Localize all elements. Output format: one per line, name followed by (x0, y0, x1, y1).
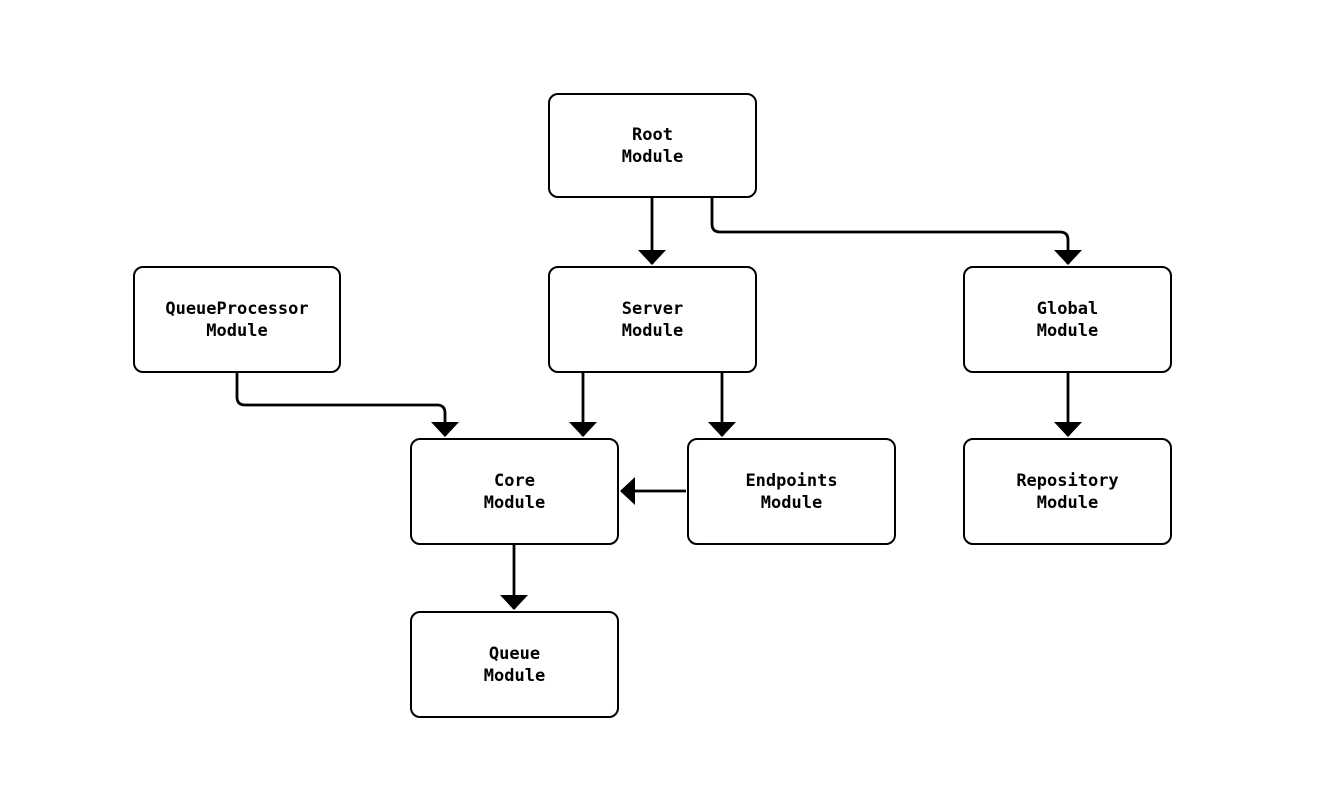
edge-root-to-global (710, 197, 1082, 265)
node-core-module-suffix: Module (483, 492, 546, 513)
node-queueprocessor-module-name: QueueProcessor (165, 298, 309, 319)
node-queue-module: Queue Module (410, 611, 619, 718)
node-queue-module-name: Queue (488, 643, 541, 664)
node-endpoints-module-name: Endpoints (745, 470, 838, 491)
node-endpoints-module-label: Endpoints Module (745, 470, 837, 514)
node-global-module-name: Global (1036, 298, 1099, 319)
node-queue-module-suffix: Module (483, 665, 546, 686)
node-core-module: Core Module (410, 438, 619, 545)
node-server-module-name: Server (621, 298, 684, 319)
node-server-module: Server Module (548, 266, 757, 373)
node-repository-module-suffix: Module (1036, 492, 1099, 513)
edge-queueprocessor-to-core (235, 372, 459, 437)
node-queueprocessor-module-label: QueueProcessor Module (165, 298, 308, 342)
node-queueprocessor-module: QueueProcessor Module (133, 266, 341, 373)
node-global-module: Global Module (963, 266, 1172, 373)
node-root-module-suffix: Module (621, 146, 684, 167)
node-repository-module: Repository Module (963, 438, 1172, 545)
node-endpoints-module-suffix: Module (760, 492, 823, 513)
node-root-module-name: Root (632, 124, 673, 145)
node-repository-module-name: Repository (1016, 470, 1119, 491)
node-server-module-suffix: Module (621, 320, 684, 341)
node-core-module-label: Core Module (484, 470, 545, 514)
node-core-module-name: Core (494, 470, 535, 491)
node-global-module-suffix: Module (1036, 320, 1099, 341)
node-server-module-label: Server Module (622, 298, 683, 342)
node-queue-module-label: Queue Module (484, 643, 545, 687)
node-root-module: Root Module (548, 93, 757, 198)
node-queueprocessor-module-suffix: Module (206, 320, 268, 341)
node-root-module-label: Root Module (622, 124, 683, 168)
node-endpoints-module: Endpoints Module (687, 438, 896, 545)
node-repository-module-label: Repository Module (1016, 470, 1118, 514)
node-global-module-label: Global Module (1037, 298, 1098, 342)
